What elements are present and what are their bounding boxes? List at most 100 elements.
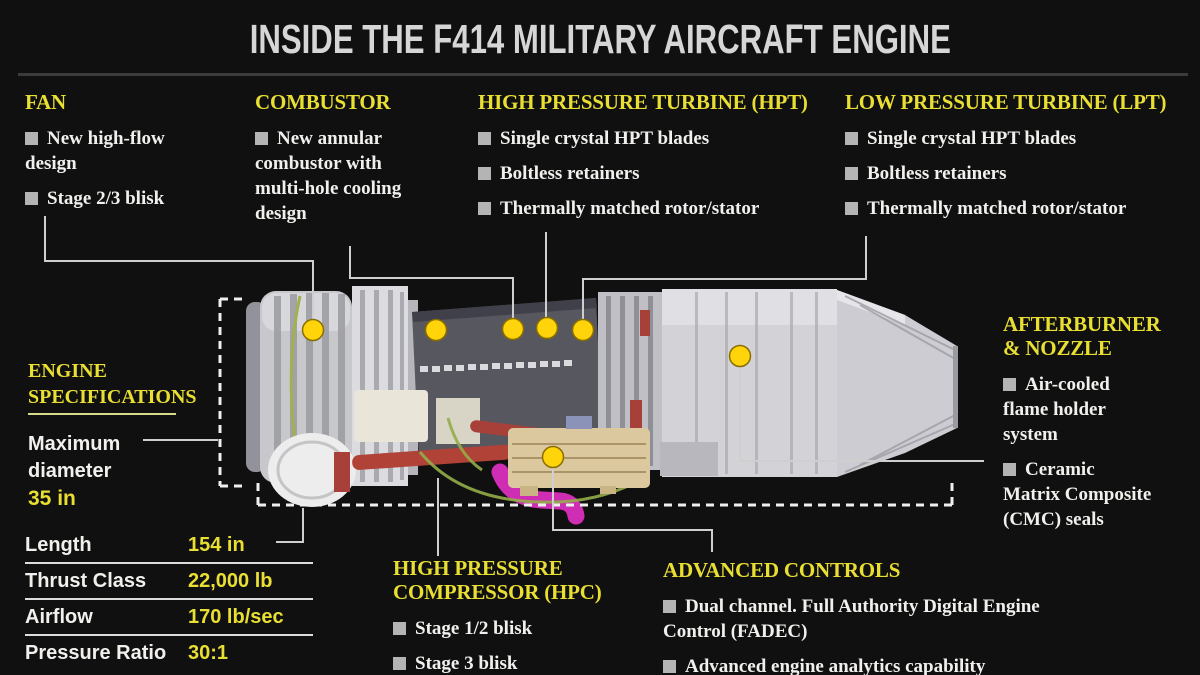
red-fitting [640, 310, 650, 336]
bullet-square-icon [25, 132, 38, 145]
spec-row: Length 154 in [25, 528, 313, 564]
bullet-square-icon [845, 132, 858, 145]
bullet-item: Ceramic Matrix Composite (CMC) seals [1003, 457, 1153, 532]
leader-combustor [349, 246, 514, 320]
callout-dot-hpc [424, 318, 448, 342]
bullet-square-icon [845, 167, 858, 180]
bullet-item: Single crystal HPT blades [478, 126, 813, 151]
bullet-item: Stage 2/3 blisk [25, 186, 217, 211]
bullet-square-icon [663, 660, 676, 673]
fan-case-flanges [274, 293, 345, 481]
leader-fan [44, 216, 314, 322]
gearbox-lines [512, 443, 646, 473]
section-heading: AFTERBURNER & NOZZLE [1003, 312, 1161, 360]
bullet-square-icon [255, 132, 268, 145]
engine-specifications-underline [28, 413, 176, 415]
bullet-square-icon [1003, 463, 1016, 476]
leader-length-value [276, 508, 304, 543]
bullet-text: Single crystal HPT blades [867, 128, 1077, 149]
spec-row: Thrust Class 22,000 lb [25, 564, 313, 600]
bullet-text: Stage 1/2 blisk [415, 618, 533, 639]
bullet-text: Thermally matched rotor/stator [500, 198, 760, 219]
spec-label: Length [25, 533, 92, 556]
callout-dot-fan [301, 318, 325, 342]
bullet-item: New high-flow design [25, 126, 217, 176]
bullet-item: Stage 3 blisk [393, 651, 603, 675]
nozzle-petals [844, 295, 958, 473]
afterburner-seams [695, 292, 818, 474]
ivory-box-small [436, 398, 480, 444]
blue-fitting [566, 416, 592, 429]
section-fan: FAN New high-flow design Stage 2/3 blisk [25, 90, 217, 221]
bullet-square-icon [663, 600, 676, 613]
bullet-item: Boltless retainers [478, 161, 813, 186]
bullet-item: New annular combustor with multi-hole co… [255, 126, 415, 226]
section-heading: HIGH PRESSURE COMPRESSOR (HPC) [393, 556, 602, 604]
bullet-text: New high-flow design [25, 128, 165, 174]
bullet-square-icon [25, 192, 38, 205]
spec-row: Airflow 170 lb/sec [25, 600, 313, 636]
max-diameter-label: Maximum diameter [28, 433, 121, 482]
bullet-square-icon [845, 202, 858, 215]
bullet-text: Single crystal HPT blades [500, 128, 710, 149]
spec-label: Airflow [25, 605, 93, 628]
spec-table: Length 154 in Thrust Class 22,000 lb Air… [25, 528, 313, 670]
bullet-text: Boltless retainers [500, 163, 640, 184]
section-lpt: LOW PRESSURE TURBINE (LPT) Single crysta… [845, 90, 1180, 231]
bullet-text: Boltless retainers [867, 163, 1007, 184]
callout-dots [301, 316, 752, 469]
spec-value: 170 lb/sec [188, 605, 284, 628]
section-combustor: COMBUSTOR New annular combustor with mul… [255, 90, 415, 236]
leader-advanced-controls [552, 466, 713, 552]
callout-dot-lpt [571, 318, 595, 342]
section-heading: FAN [25, 90, 67, 114]
combustor-casing-shadow [412, 298, 597, 322]
dimension-lines [218, 297, 954, 507]
bullet-square-icon [478, 167, 491, 180]
max-diameter-value: 35 in [28, 487, 76, 510]
leader-lines [44, 216, 984, 556]
bullet-text: Dual channel. Full Authority Digital Eng… [663, 596, 1040, 642]
gearbox-stud [600, 486, 616, 494]
callout-dot-advanced-controls [541, 445, 565, 469]
bullet-text: New annular combustor with multi-hole co… [255, 128, 402, 224]
section-heading: HIGH PRESSURE TURBINE (HPT) [478, 90, 808, 114]
spec-row: Pressure Ratio 30:1 [25, 636, 313, 670]
callout-dot-hpt [535, 316, 559, 340]
bullet-item: Thermally matched rotor/stator [478, 196, 813, 221]
bullet-item: Thermally matched rotor/stator [845, 196, 1180, 221]
section-heading: COMBUSTOR [255, 90, 391, 114]
section-advanced-controls: ADVANCED CONTROLS Dual channel. Full Aut… [663, 558, 1043, 675]
red-pipe-vertical [334, 452, 350, 492]
bullet-item: Boltless retainers [845, 161, 1180, 186]
spec-label: Pressure Ratio [25, 641, 167, 664]
red-pipe [352, 444, 512, 470]
callout-dot-combustor [501, 317, 525, 341]
bullet-square-icon [478, 202, 491, 215]
gearbox-stud [520, 486, 538, 496]
title-bar: INSIDE THE F414 MILITARY AIRCRAFT ENGINE [0, 16, 1200, 62]
afterburner-highlight [662, 289, 837, 325]
casing-stencil-band [420, 360, 572, 372]
grey-unit [660, 442, 718, 476]
section-afterburner-nozzle: AFTERBURNER & NOZZLE Air-cooled flame ho… [1003, 312, 1161, 542]
compressor-case [408, 300, 418, 475]
leader-lpt [582, 236, 867, 321]
bullet-text: Thermally matched rotor/stator [867, 198, 1127, 219]
engine-specifications-heading: ENGINE SPECIFICATIONS [28, 360, 197, 408]
section-hpt: HIGH PRESSURE TURBINE (HPT) Single cryst… [478, 90, 813, 231]
bullet-text: Stage 2/3 blisk [47, 188, 165, 209]
bullet-item: Air-cooled flame holder system [1003, 372, 1153, 447]
title-divider [18, 73, 1188, 76]
red-fitting [630, 400, 642, 430]
spec-label: Thrust Class [25, 569, 147, 592]
spec-value: 30:1 [188, 641, 229, 664]
engine-illustration [246, 286, 958, 525]
section-hpc: HIGH PRESSURE COMPRESSOR (HPC) Stage 1/2… [393, 556, 603, 675]
section-heading: ADVANCED CONTROLS [663, 558, 901, 582]
section-heading: LOW PRESSURE TURBINE (LPT) [845, 90, 1167, 114]
bullet-text: Ceramic Matrix Composite (CMC) seals [1003, 459, 1152, 530]
callout-dot-afterburner [728, 344, 752, 368]
magenta-duct [491, 463, 585, 525]
